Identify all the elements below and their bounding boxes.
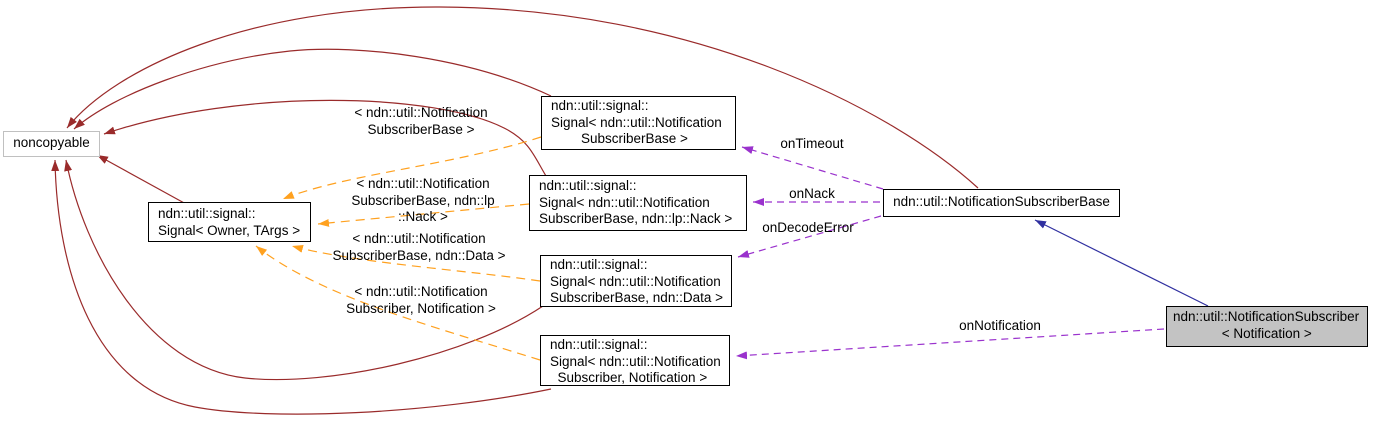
edge-signal-subscriber-base-to-noncopyable [73,48,552,130]
edge-usage-on-decode-error [737,215,882,258]
edge-notification-subscriber-to-base [1034,219,1209,307]
edge-label-template-args-subscriber-notification: < ndn::util::Notification Subscriber, No… [346,284,496,316]
edge-signal-subscriber-base-data-to-noncopyable [64,159,544,381]
edge-signal-template-to-noncopyable [96,154,187,205]
edge-label-template-args-subscriber-base-nack: < ndn::util::Notification SubscriberBase… [351,176,495,224]
node-notification-subscriber: ndn::util::NotificationSubscriber < Noti… [1166,306,1368,347]
edge-signal-subscriber-notification-to-noncopyable [51,159,552,415]
edge-instantiation-subscriber-base-nack [317,203,530,227]
edge-usage-on-timeout [741,146,884,190]
node-signal-subscriber-notification[interactable]: ndn::util::signal:: Signal< ndn::util::N… [540,335,730,386]
edge-label-on-notification: onNotification [959,318,1041,333]
node-notification-subscriber-base[interactable]: ndn::util::NotificationSubscriberBase [883,189,1120,217]
edge-label-on-timeout: onTimeout [780,136,844,151]
node-signal-subscriber-base[interactable]: ndn::util::signal:: Signal< ndn::util::N… [541,96,736,150]
node-signal-subscriber-base-data[interactable]: ndn::util::signal:: Signal< ndn::util::N… [540,255,732,307]
edge-usage-on-notification [735,328,1165,360]
edge-signal-subscriber-base-nack-to-noncopyable [103,99,547,177]
edge-label-on-nack: onNack [789,186,835,201]
edge-label-template-args-subscriber-base: < ndn::util::Notification SubscriberBase… [354,105,488,137]
node-signal-subscriber-base-nack[interactable]: ndn::util::signal:: Signal< ndn::util::N… [529,175,747,231]
node-signal-template[interactable]: ndn::util::signal:: Signal< Owner, TArgs… [148,202,311,242]
node-noncopyable[interactable]: noncopyable [3,131,100,157]
edge-instantiation-subscriber-notification [255,245,541,361]
edge-instantiation-subscriber-base [282,136,542,200]
edge-label-template-args-subscriber-base-data: < ndn::util::Notification SubscriberBase… [332,231,506,263]
edge-label-on-decode-error: onDecodeError [762,220,854,235]
edge-notification-subscriber-base-to-noncopyable [66,6,979,189]
